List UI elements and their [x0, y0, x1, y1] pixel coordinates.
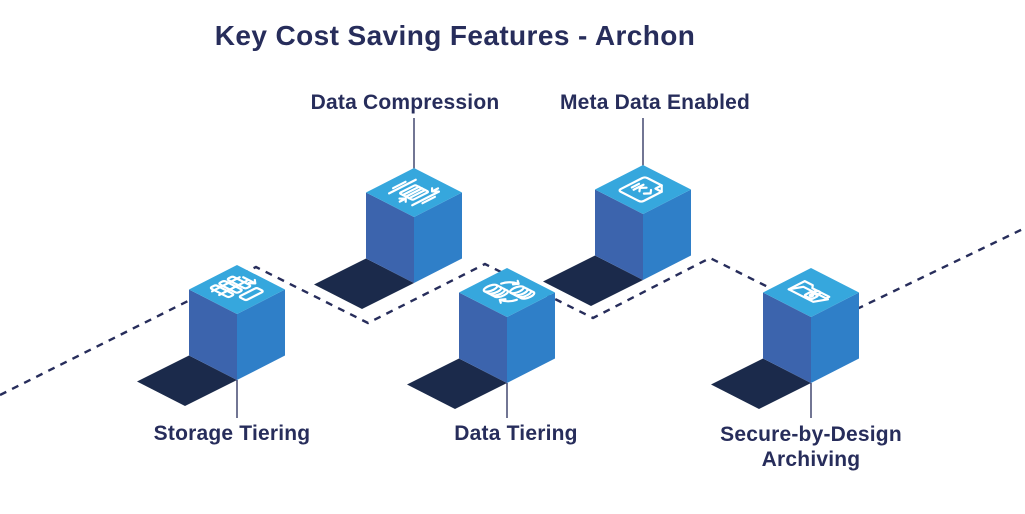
cube-shadow [314, 258, 414, 309]
label-meta-data-enabled: Meta Data Enabled [559, 91, 751, 114]
data-tiering-icon [478, 276, 539, 307]
cube-shadow [407, 358, 507, 409]
cube-shadow [137, 355, 237, 406]
secure-archiving-icon [789, 281, 834, 304]
storage-tiering-icon [208, 272, 271, 304]
cube-shadow [543, 255, 643, 306]
cube-secure-archiving [763, 268, 859, 383]
cube-shadow [711, 358, 811, 409]
meta-data-icon [618, 177, 668, 202]
label-storage-tiering: Storage Tiering [153, 422, 311, 445]
cube-storage-tiering [189, 265, 285, 380]
cube-meta-data [595, 165, 691, 280]
data-compression-icon [383, 177, 444, 208]
page-title: Key Cost Saving Features - Archon [214, 20, 696, 51]
label-data-tiering: Data Tiering [454, 422, 578, 445]
label-data-compression: Data Compression [310, 91, 500, 114]
cube-data-compression [366, 168, 462, 283]
cube-data-tiering [459, 268, 555, 383]
label-secure-by-design-archiving: Secure-by-Design Archiving [720, 423, 902, 471]
